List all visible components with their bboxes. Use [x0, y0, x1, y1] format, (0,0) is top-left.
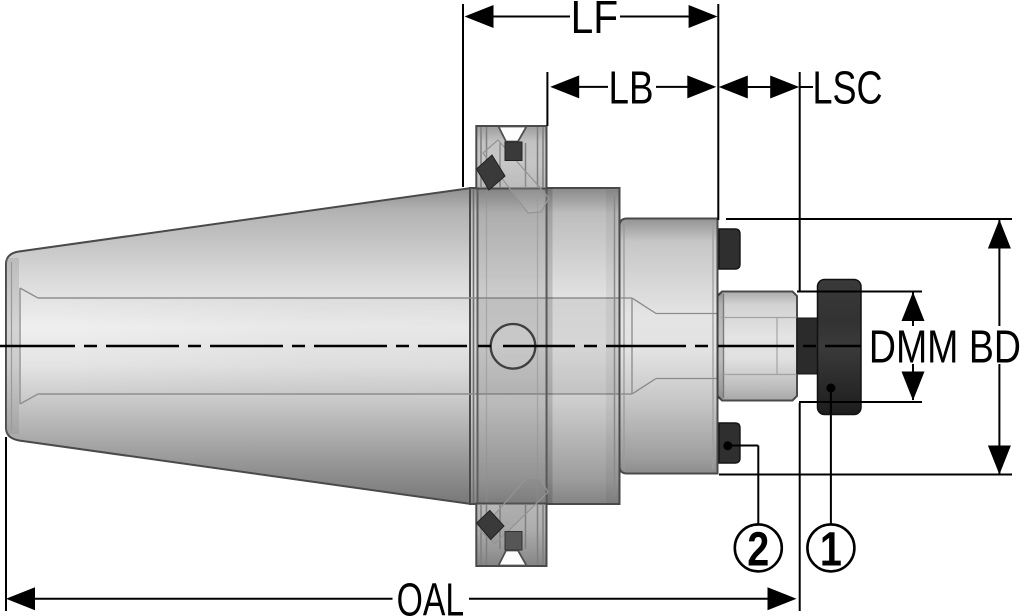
svg-text:1: 1 — [820, 523, 842, 576]
svg-text:OAL: OAL — [397, 573, 465, 616]
svg-text:LSC: LSC — [813, 62, 883, 114]
svg-text:DMM BD: DMM BD — [869, 321, 1021, 373]
svg-text:2: 2 — [747, 523, 769, 576]
svg-text:LB: LB — [609, 62, 654, 114]
svg-text:LF: LF — [571, 0, 619, 43]
